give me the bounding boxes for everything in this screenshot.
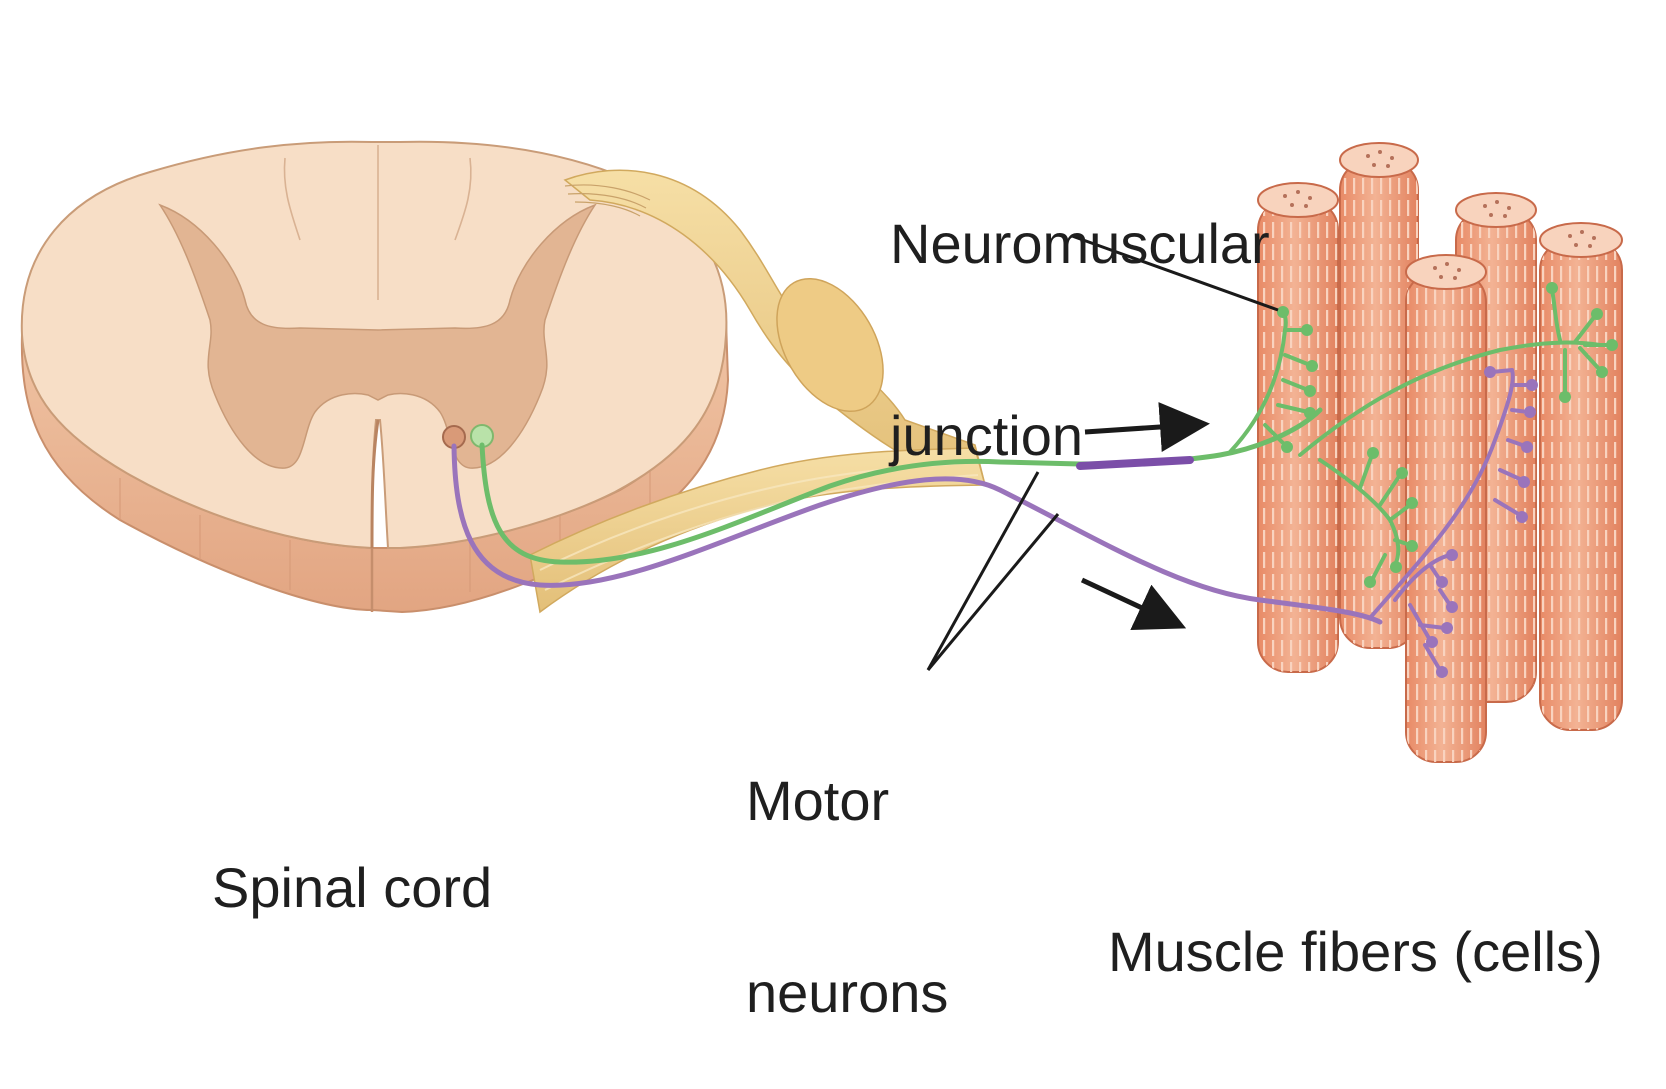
motor-neurons-label-line1: Motor: [746, 769, 890, 832]
dorsal-root-ganglion: [776, 277, 884, 413]
green-terminal-buttons: [1277, 282, 1618, 588]
muscle-fibers-label: Muscle fibers (cells): [1108, 792, 1603, 1048]
muscle-fibers-label-text: Muscle fibers (cells): [1108, 920, 1603, 983]
nmj-leader-line: [1071, 234, 1279, 312]
direction-arrows: [1080, 402, 1210, 631]
muscle-fiber: [1405, 254, 1487, 763]
spinal-cord: [20, 140, 730, 614]
muscle-fibers: [1257, 142, 1623, 763]
gray-matter: [158, 203, 597, 469]
purple-motor-neuron: [451, 443, 1383, 625]
green-motor-neuron: [479, 407, 1323, 565]
purple-terminal-buttons: [1426, 366, 1538, 678]
motor-neurons-label: Motor neurons: [746, 641, 948, 1089]
muscle-fiber: [1257, 182, 1339, 673]
muscle-fiber: [1539, 222, 1623, 731]
spinal-cord-label: Spinal cord: [212, 728, 492, 984]
muscle-fiber: [1339, 142, 1419, 649]
spinal-cord-label-text: Spinal cord: [212, 856, 493, 919]
leader-lines: [926, 234, 1279, 671]
arrow-upper: [1084, 402, 1210, 452]
arrow-lower: [1080, 577, 1187, 631]
motor-neurons-label-line2: neurons: [746, 961, 949, 1024]
nmj-label-line2: junction: [890, 404, 1084, 467]
motor-neurons: [451, 282, 1618, 678]
motor-neurons-leader-line-1: [926, 471, 1040, 671]
nmj-label-line1: Neuromuscular: [890, 212, 1270, 275]
motor-neurons-leader-line-2: [926, 513, 1060, 671]
neuromuscular-junction-label: Neuromuscular junction: [890, 84, 1270, 532]
neuromuscular-diagram: [20, 140, 1623, 763]
